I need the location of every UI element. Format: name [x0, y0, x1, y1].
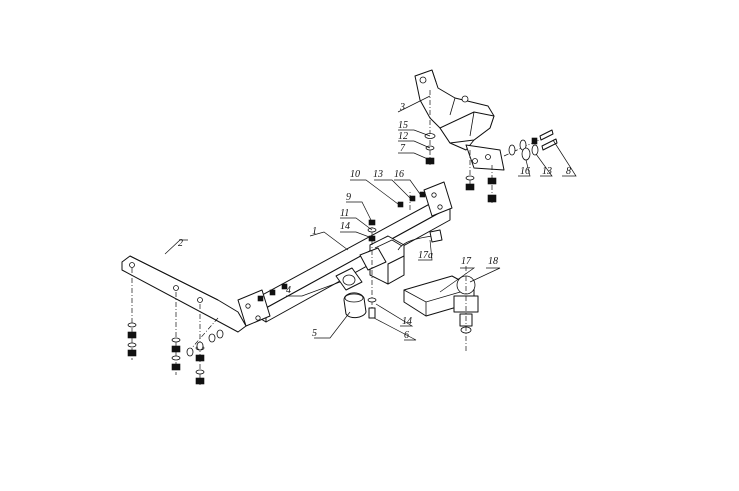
label-part-1: 1: [312, 226, 317, 237]
label-part-3: 3: [399, 102, 405, 113]
label-part-12: 12: [398, 131, 408, 142]
label-part-11: 11: [340, 208, 349, 219]
label-part-13-side: 13: [542, 166, 552, 177]
label-part-14-bottom: 14: [402, 316, 412, 327]
part-labels: 2 1 3 15 12 7 10 13 16 9 11 14 17a 17 18…: [178, 102, 571, 341]
label-part-14-top: 14: [340, 221, 350, 232]
label-part-18: 18: [488, 256, 498, 267]
wiring-harness: [397, 229, 443, 251]
label-part-4: 4: [286, 285, 291, 296]
label-part-16-side: 16: [520, 166, 530, 177]
label-part-10: 10: [350, 169, 360, 180]
label-part-7: 7: [400, 143, 406, 154]
label-part-17: 17: [461, 256, 472, 267]
label-part-6: 6: [404, 330, 409, 341]
label-part-13-beam: 13: [373, 169, 383, 180]
fasteners: [127, 129, 558, 385]
label-part-5: 5: [312, 328, 317, 339]
electrical-socket: [335, 267, 367, 319]
label-part-17a: 17a: [418, 250, 433, 261]
left-mounting-bracket: [121, 255, 247, 333]
label-part-2: 2: [178, 238, 183, 249]
right-mounting-bracket: [414, 69, 505, 171]
label-part-15: 15: [398, 120, 408, 131]
label-part-16-beam: 16: [394, 169, 404, 180]
assembly-axes: [131, 90, 553, 385]
main-cross-beam: [237, 181, 453, 327]
label-part-9: 9: [346, 192, 351, 203]
leader-lines: [164, 95, 577, 341]
ball-mount-assembly: [403, 275, 479, 334]
receiver-housing: [359, 235, 405, 285]
label-part-8: 8: [566, 166, 571, 177]
